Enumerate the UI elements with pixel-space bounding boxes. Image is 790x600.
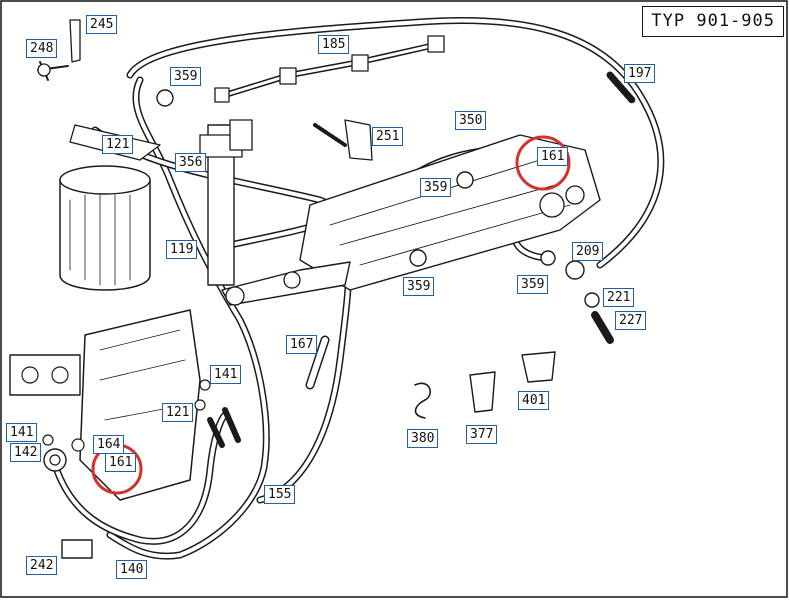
part-label-359-mid[interactable]: 359	[420, 178, 452, 197]
banjo-bolt-227	[591, 311, 614, 344]
part-label-245[interactable]: 245	[86, 15, 118, 34]
clip-377	[469, 371, 496, 413]
part-label-164[interactable]: 164	[93, 435, 125, 454]
part-label-141-right[interactable]: 141	[210, 365, 242, 384]
part-label-401[interactable]: 401	[518, 391, 550, 410]
part-label-197[interactable]: 197	[624, 64, 656, 83]
clip-401	[521, 351, 556, 383]
part-label-350[interactable]: 350	[455, 111, 487, 130]
bracket-245	[69, 19, 81, 63]
hose-clamp	[456, 171, 474, 189]
part-label-119[interactable]: 119	[166, 240, 198, 259]
part-label-380[interactable]: 380	[407, 429, 439, 448]
part-label-155[interactable]: 155	[264, 485, 296, 504]
connector-242	[61, 539, 93, 559]
part-label-209[interactable]: 209	[572, 242, 604, 261]
highlight-circle-upper	[515, 135, 571, 191]
part-label-227[interactable]: 227	[615, 311, 647, 330]
part-label-359-right[interactable]: 359	[517, 275, 549, 294]
part-label-356[interactable]: 356	[175, 153, 207, 172]
clip-380	[414, 382, 431, 419]
part-label-242[interactable]: 242	[26, 556, 58, 575]
part-label-251[interactable]: 251	[372, 127, 404, 146]
part-label-185[interactable]: 185	[318, 35, 350, 54]
part-label-142[interactable]: 142	[10, 443, 42, 462]
part-label-167[interactable]: 167	[286, 335, 318, 354]
part-label-359-top[interactable]: 359	[170, 67, 202, 86]
part-label-359-left[interactable]: 359	[403, 277, 435, 296]
part-label-377[interactable]: 377	[466, 425, 498, 444]
model-type-title: TYP 901-905	[642, 6, 784, 37]
pipe-197	[606, 71, 636, 104]
part-label-248[interactable]: 248	[26, 39, 58, 58]
washer-221	[584, 292, 600, 308]
part-label-141-left[interactable]: 141	[6, 423, 38, 442]
part-label-121-top[interactable]: 121	[102, 135, 134, 154]
clip-251	[344, 119, 373, 161]
part-label-140[interactable]: 140	[116, 560, 148, 579]
injection-pump	[299, 134, 601, 291]
part-label-221[interactable]: 221	[603, 288, 635, 307]
part-label-161-lower[interactable]: 161	[105, 453, 137, 472]
part-label-121-low[interactable]: 121	[162, 403, 194, 422]
part-label-161-upper[interactable]: 161	[537, 147, 569, 166]
